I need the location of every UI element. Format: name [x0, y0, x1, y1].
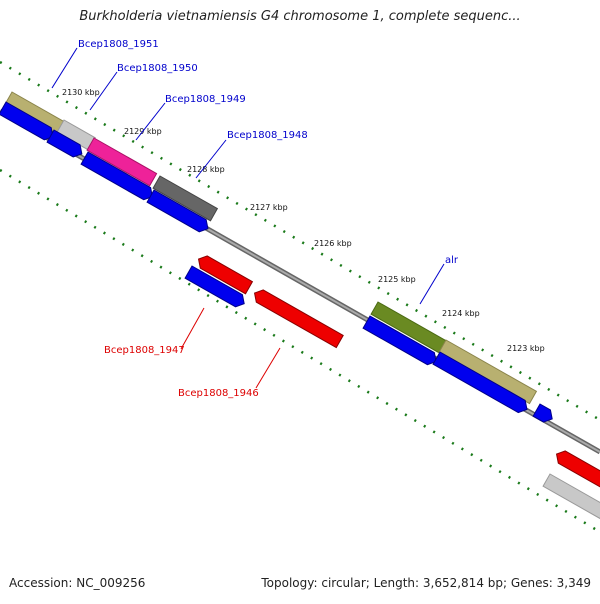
- scale-label-2124: 2124 kbp: [442, 309, 480, 318]
- gene-label-alr[interactable]: alr: [445, 255, 459, 266]
- accession-text: Accession: NC_009256: [9, 576, 146, 590]
- scale-label-2123: 2123 kbp: [507, 344, 545, 353]
- reverse-gene-edge[interactable]: [553, 448, 600, 491]
- reverse-gene-1947[interactable]: [195, 253, 254, 295]
- cog-band-gene-1948[interactable]: [152, 175, 219, 222]
- cog-band-gene-edge[interactable]: [542, 473, 600, 522]
- forward-gene-1950[interactable]: [46, 129, 85, 160]
- scale-label-2130: 2130 kbp: [62, 88, 100, 97]
- gene-labels: Bcep1808_1951 Bcep1808_1950 Bcep1808_194…: [78, 39, 459, 399]
- gene-label-bcep1808-1948[interactable]: Bcep1808_1948: [227, 130, 308, 141]
- map-title: Burkholderia vietnamiensis G4 chromosome…: [79, 9, 521, 24]
- scale-label-2125: 2125 kbp: [378, 275, 416, 284]
- forward-gene-short[interactable]: [532, 403, 556, 425]
- scale-label-2128: 2128 kbp: [187, 165, 225, 174]
- forward-gene-1951[interactable]: [0, 101, 56, 143]
- forward-gene-1948[interactable]: [146, 189, 211, 235]
- forward-gene-1947-pair[interactable]: [184, 265, 248, 310]
- tick-track-outer: [0, 60, 600, 422]
- reverse-gene-1946[interactable]: [251, 287, 344, 349]
- scale-label-2126: 2126 kbp: [314, 239, 352, 248]
- gene-label-leaders: [51, 47, 445, 389]
- gene-label-bcep1808-1949[interactable]: Bcep1808_1949: [165, 94, 246, 105]
- gene-label-bcep1808-1947[interactable]: Bcep1808_1947: [104, 345, 185, 356]
- forward-gene-1949[interactable]: [80, 151, 156, 203]
- forward-gene-alr[interactable]: [362, 315, 439, 368]
- gene-label-bcep1808-1951[interactable]: Bcep1808_1951: [78, 39, 159, 50]
- tick-track-inner: [0, 168, 600, 534]
- cog-band-gene-1949[interactable]: [86, 137, 158, 187]
- topology-summary-text: Topology: circular; Length: 3,652,814 bp…: [261, 576, 591, 590]
- gene-label-bcep1808-1950[interactable]: Bcep1808_1950: [117, 63, 198, 74]
- gene-label-bcep1808-1946[interactable]: Bcep1808_1946: [178, 388, 259, 399]
- forward-gene-2123[interactable]: [432, 351, 530, 416]
- scale-label-2127: 2127 kbp: [250, 203, 288, 212]
